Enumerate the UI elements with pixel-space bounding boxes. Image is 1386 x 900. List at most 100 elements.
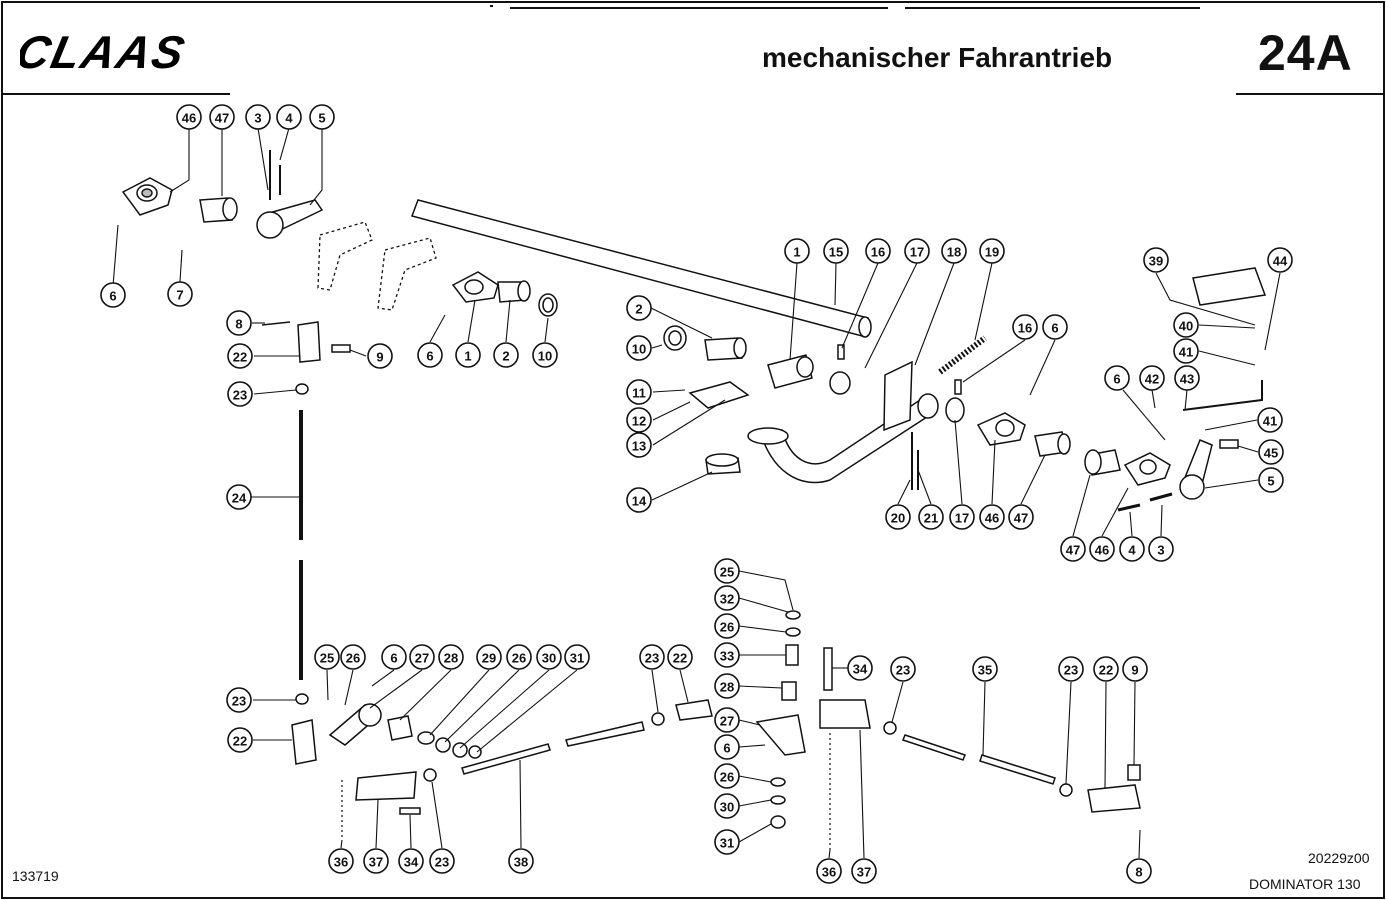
part-callout-17: 17 <box>904 238 930 264</box>
callout-label: 22 <box>673 651 687 666</box>
callout-circle <box>227 727 253 753</box>
part-callout-2: 2 <box>626 295 652 321</box>
callout-circle <box>626 295 652 321</box>
callout-label: 10 <box>632 342 646 357</box>
part-callout-20: 20 <box>885 504 911 530</box>
callout-circle <box>941 238 967 264</box>
callout-circle <box>455 342 481 368</box>
callout-label: 6 <box>390 651 397 666</box>
callout-label: 9 <box>376 350 383 365</box>
callout-label: 16 <box>871 245 885 260</box>
shift-fork-ghosts <box>317 221 437 311</box>
callout-circle <box>1008 504 1034 530</box>
callout-label: 45 <box>1264 446 1278 461</box>
callout-label: 5 <box>1267 474 1274 489</box>
callout-label: 23 <box>435 855 449 870</box>
callout-label: 36 <box>822 865 836 880</box>
callout-circle <box>823 238 849 264</box>
callout-circle <box>626 487 652 513</box>
part-callout-47: 47 <box>1008 504 1034 530</box>
callout-circle <box>714 642 740 668</box>
callout-circle <box>847 655 873 681</box>
callout-circle <box>667 644 693 670</box>
callout-circle <box>209 104 235 130</box>
callout-label: 30 <box>720 800 734 815</box>
right-rod-assembly <box>883 721 1141 813</box>
callout-label: 27 <box>415 651 429 666</box>
callout-label: 21 <box>924 511 938 526</box>
part-callout-25: 25 <box>314 644 340 670</box>
callout-circle <box>1143 247 1169 273</box>
callout-label: 23 <box>232 694 246 709</box>
callout-circle <box>227 381 253 407</box>
part-callout-43: 43 <box>1174 365 1200 391</box>
part-callout-45: 45 <box>1258 439 1284 465</box>
callout-label: 2 <box>635 302 642 317</box>
part-callout-41: 41 <box>1173 338 1199 364</box>
callout-label: 38 <box>514 855 528 870</box>
callout-circle <box>276 104 302 130</box>
callout-label: 46 <box>182 111 196 126</box>
callout-circle <box>1104 365 1130 391</box>
callout-label: 8 <box>235 317 242 332</box>
callout-label: 23 <box>896 663 910 678</box>
part-callout-23: 23 <box>1058 656 1084 682</box>
callout-label: 34 <box>853 662 868 677</box>
part-callout-26: 26 <box>340 644 366 670</box>
callout-label: 28 <box>444 651 458 666</box>
part-callout-40: 40 <box>1173 312 1199 338</box>
part-callout-47: 47 <box>1060 536 1086 562</box>
part-callout-23: 23 <box>890 656 916 682</box>
callout-label: 25 <box>720 565 734 580</box>
callout-label: 39 <box>1149 254 1163 269</box>
callout-circle <box>714 613 740 639</box>
callout-circle <box>309 104 335 130</box>
callout-label: 26 <box>512 651 526 666</box>
callout-label: 26 <box>720 770 734 785</box>
callout-circle <box>1060 536 1086 562</box>
callout-label: 46 <box>985 511 999 526</box>
part-callout-6: 6 <box>714 734 740 760</box>
part-callout-6: 6 <box>417 342 443 368</box>
part-callout-23: 23 <box>227 381 253 407</box>
callout-label: 4 <box>285 111 293 126</box>
callout-circle <box>714 558 740 584</box>
callout-label: 31 <box>570 651 584 666</box>
callout-label: 3 <box>1157 543 1164 558</box>
part-callout-15: 15 <box>823 238 849 264</box>
callout-label: 6 <box>426 349 433 364</box>
callout-circle <box>1173 312 1199 338</box>
callout-circle <box>167 281 193 307</box>
part-callout-1: 1 <box>455 342 481 368</box>
bushing-top-left <box>199 197 238 223</box>
callout-label: 30 <box>542 651 556 666</box>
callout-circle <box>1093 656 1119 682</box>
callout-circle <box>367 343 393 369</box>
callout-label: 11 <box>632 386 646 401</box>
callout-circle <box>1058 656 1084 682</box>
callout-circle <box>626 432 652 458</box>
part-callout-42: 42 <box>1139 365 1165 391</box>
callout-label: 6 <box>1113 372 1120 387</box>
part-callout-31: 31 <box>714 829 740 855</box>
callout-circle <box>816 858 842 884</box>
callout-circle <box>626 379 652 405</box>
callout-circle <box>314 644 340 670</box>
pedal-assembly <box>663 325 987 490</box>
part-callout-4: 4 <box>276 104 302 130</box>
callout-circle <box>1042 314 1068 340</box>
part-callout-22: 22 <box>1093 656 1119 682</box>
part-callout-1: 1 <box>784 238 810 264</box>
callout-label: 31 <box>720 836 734 851</box>
part-callout-34: 34 <box>398 848 424 874</box>
part-callout-4: 4 <box>1119 536 1145 562</box>
part-callout-37: 37 <box>363 848 389 874</box>
callout-circle <box>363 848 389 874</box>
callout-circle <box>1148 536 1174 562</box>
part-callout-27: 27 <box>714 707 740 733</box>
part-callout-16: 16 <box>865 238 891 264</box>
part-callout-46: 46 <box>979 504 1005 530</box>
callout-circle <box>1012 314 1038 340</box>
callout-label: 7 <box>176 288 183 303</box>
